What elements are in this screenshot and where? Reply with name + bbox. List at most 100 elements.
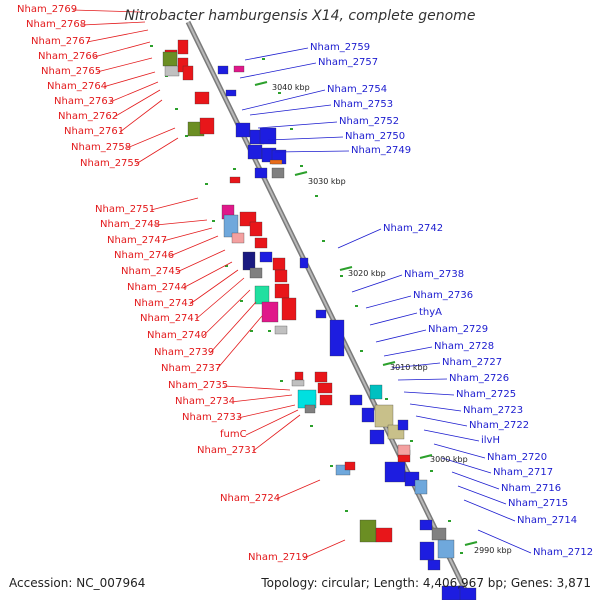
- right-gene-label-18: ilvH: [481, 435, 500, 446]
- tick-mark-19: [340, 275, 343, 277]
- tick-mark-4: [205, 183, 208, 185]
- scale-label-1: 3030 kbp: [308, 177, 346, 186]
- left-gene-label-6-leader: [109, 81, 159, 103]
- left-gene-label-2: Nham_2767: [31, 36, 92, 47]
- left-gene-label-26: Nham_2731: [197, 445, 258, 456]
- left-gene-label-15-leader: [176, 249, 226, 273]
- left-gene-label-10: Nham_2755: [80, 158, 141, 169]
- gene-feature-61: [431, 527, 447, 541]
- scale-tick-0: [254, 81, 268, 86]
- gene-feature-31: [274, 283, 290, 299]
- left-gene-label-10-leader: [135, 137, 179, 165]
- tick-mark-12: [345, 510, 348, 512]
- left-gene-label-16: Nham_2744: [127, 282, 188, 293]
- gene-feature-60: [375, 527, 393, 543]
- left-gene-label-14: Nham_2746: [114, 250, 175, 261]
- right-gene-label-12: Nham_2728: [434, 341, 495, 352]
- right-gene-label-16-leader: [409, 403, 462, 412]
- gene-feature-35: [329, 319, 345, 357]
- left-gene-label-20-leader: [209, 301, 257, 354]
- backbone-highlight: [187, 21, 471, 600]
- gene-feature-53: [397, 444, 411, 456]
- right-gene-label-21-leader: [451, 471, 500, 490]
- right-gene-label-15: Nham_2725: [456, 389, 517, 400]
- gene-feature-8: [199, 117, 215, 135]
- left-gene-label-12-leader: [155, 219, 208, 226]
- gene-feature-18: [229, 176, 241, 184]
- right-gene-label-7: Nham_2742: [383, 223, 444, 234]
- tick-mark-16: [300, 165, 303, 167]
- right-gene-label-23: Nham_2714: [517, 515, 578, 526]
- tick-mark-15: [290, 128, 293, 130]
- right-gene-label-10: thyA: [419, 307, 443, 318]
- left-gene-label-7: Nham_2762: [58, 111, 119, 122]
- right-gene-label-5-leader: [267, 136, 344, 141]
- left-gene-label-0-leader: [72, 9, 141, 13]
- scale-label-2: 3020 kbp: [348, 269, 386, 278]
- scale-tick-5: [464, 541, 478, 546]
- tick-mark-25: [448, 520, 451, 522]
- right-gene-label-19: Nham_2720: [487, 452, 548, 463]
- scale-label-3: 3010 kbp: [390, 363, 428, 372]
- gene-feature-5: [182, 65, 194, 81]
- left-gene-label-28-leader: [303, 539, 346, 559]
- tick-mark-24: [430, 470, 433, 472]
- gene-feature-49: [369, 429, 385, 445]
- right-gene-label-24: Nham_2712: [533, 547, 594, 558]
- right-gene-label-14-leader: [397, 378, 448, 381]
- gene-feature-22: [249, 221, 263, 237]
- tick-mark-23: [410, 440, 413, 442]
- left-gene-label-22: Nham_2735: [168, 380, 229, 391]
- left-gene-label-9: Nham_2758: [71, 142, 132, 153]
- gene-feature-23: [231, 232, 245, 244]
- left-gene-label-25-leader: [245, 409, 299, 436]
- left-gene-label-26-leader: [252, 414, 301, 452]
- left-gene-label-28: Nham_2719: [248, 552, 309, 563]
- gene-feature-25: [242, 251, 256, 271]
- gene-feature-36: [315, 309, 327, 319]
- right-gene-label-6-leader: [274, 150, 350, 153]
- left-gene-label-24-leader: [237, 404, 296, 419]
- genome-summary-text: Topology: circular; Length: 4,406,967 bp…: [261, 576, 591, 590]
- left-gene-label-8-leader: [119, 99, 163, 133]
- right-gene-label-17: Nham_2722: [469, 420, 530, 431]
- right-gene-label-4: Nham_2752: [339, 116, 400, 127]
- right-gene-label-0: Nham_2759: [310, 42, 371, 53]
- gene-feature-70: [225, 89, 237, 97]
- tick-mark-17: [315, 195, 318, 197]
- left-gene-label-0: Nham_2769: [17, 4, 78, 15]
- left-gene-label-14-leader: [169, 235, 219, 257]
- scale-label-4: 3000 kbp: [430, 455, 468, 464]
- gene-feature-48: [374, 404, 394, 428]
- tick-mark-8: [250, 330, 253, 332]
- right-gene-label-3: Nham_2753: [333, 99, 394, 110]
- left-gene-label-27: Nham_2724: [220, 493, 281, 504]
- right-gene-label-18-leader: [423, 429, 480, 442]
- gene-feature-34: [274, 325, 288, 335]
- left-gene-label-19: Nham_2740: [147, 330, 208, 341]
- right-gene-label-9-leader: [365, 295, 412, 309]
- tick-mark-14: [278, 92, 281, 94]
- tick-mark-6: [225, 265, 228, 267]
- right-gene-label-9: Nham_2736: [413, 290, 474, 301]
- gene-feature-54: [384, 461, 406, 483]
- gene-feature-39: [291, 379, 305, 387]
- right-gene-label-12-leader: [383, 346, 433, 357]
- left-gene-label-5-leader: [102, 71, 156, 88]
- scale-label-0: 3040 kbp: [272, 83, 310, 92]
- right-gene-label-11-leader: [375, 329, 427, 343]
- gene-feature-43: [304, 404, 316, 414]
- gene-feature-44: [319, 394, 333, 406]
- right-gene-label-14: Nham_2726: [449, 373, 510, 384]
- left-gene-label-11: Nham_2751: [95, 204, 156, 215]
- tick-mark-11: [330, 465, 333, 467]
- left-gene-label-17-leader: [189, 269, 239, 305]
- gene-feature-69: [217, 65, 229, 75]
- right-gene-label-7-leader: [337, 228, 382, 249]
- right-gene-label-19-leader: [433, 443, 486, 459]
- right-gene-label-21: Nham_2716: [501, 483, 562, 494]
- tick-mark-0: [150, 45, 153, 47]
- gene-feature-26: [259, 251, 273, 263]
- gene-feature-67: [459, 587, 477, 600]
